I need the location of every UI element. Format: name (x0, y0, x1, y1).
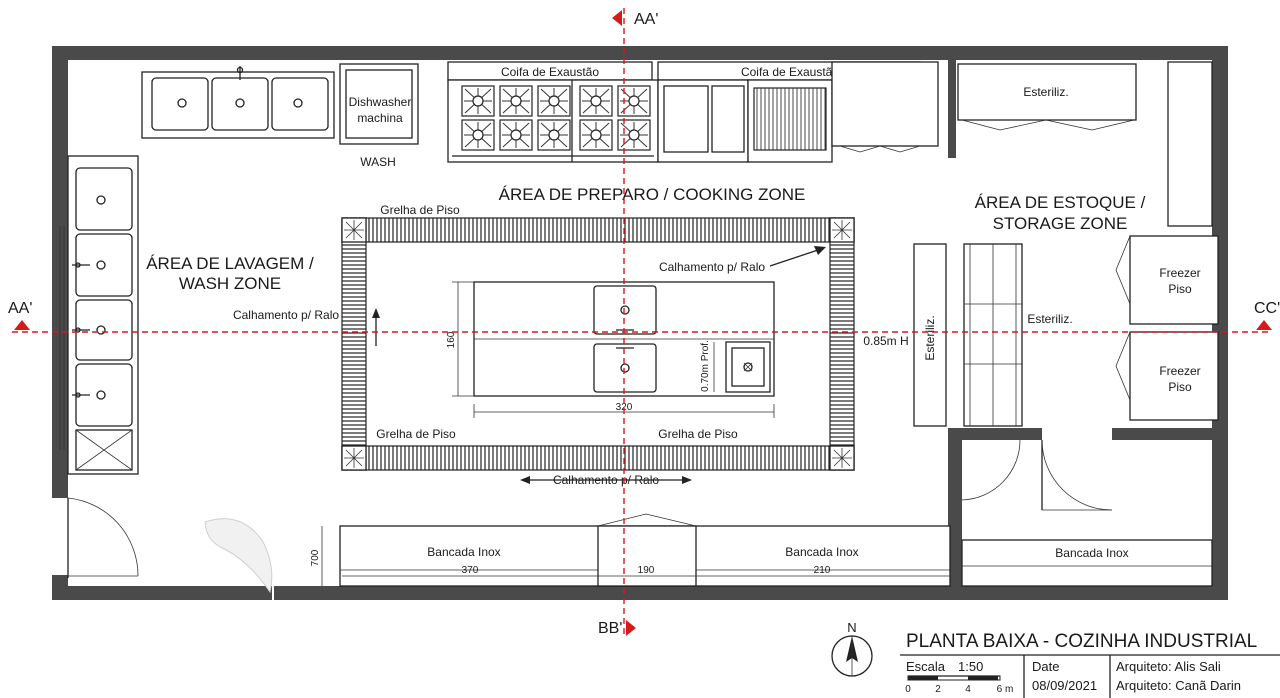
dishwasher-label-1: Dishwasher (349, 95, 412, 109)
hood-2-label: Coifa de Exaustão (741, 65, 839, 79)
date-value: 08/09/2021 (1032, 678, 1097, 693)
freezer-1-label-b: Piso (1168, 282, 1192, 296)
storage-door (961, 439, 1113, 511)
sterilizer-vertical: Esteriliz. (913, 243, 947, 427)
section-lines: AA' AA' BB' CC' (8, 8, 1280, 637)
grelha-top-label: Grelha de Piso (380, 203, 460, 217)
steril-top-label: Esteriliz. (1023, 85, 1068, 99)
vertical-sink-bench (59, 155, 139, 475)
scale-tick-1: 2 (935, 684, 941, 695)
burner-ring (628, 95, 640, 107)
island-height-dim: 160 (446, 331, 457, 348)
scale-tick-3: 6 m (997, 684, 1014, 695)
prep-island (473, 281, 775, 397)
bench-3-dim: 210 (814, 565, 831, 576)
calha-right-label: Calhamento p/ Ralo (659, 260, 765, 274)
section-marker-aa-top (612, 10, 622, 26)
prep-counter-top (831, 61, 939, 153)
burner-ring (510, 95, 522, 107)
scale-value: 1:50 (958, 659, 983, 674)
storage-zone-label-1: ÁREA DE ESTOQUE / (975, 193, 1146, 212)
triple-sink (141, 66, 335, 139)
section-bb-label: BB' (598, 620, 622, 637)
hood-1-label: Coifa de Exaustão (501, 65, 599, 79)
bancada-2-label: Bancada Inox (785, 545, 858, 559)
section-marker-aa-left (14, 320, 30, 330)
bench-1-dim: 370 (462, 565, 479, 576)
calha-left-label: Calhamento p/ Ralo (233, 308, 339, 322)
burner-ring (472, 129, 484, 141)
burner-ring (628, 129, 640, 141)
entry-door (67, 497, 139, 578)
drawing-title: PLANTA BAIXA - COZINHA INDUSTRIAL (906, 631, 1257, 652)
stove-range (447, 79, 659, 163)
section-aa-top-label: AA' (634, 11, 658, 28)
paint-smudge (204, 518, 273, 594)
burner-ring (590, 95, 602, 107)
grelha-bottom-left-label: Grelha de Piso (376, 427, 456, 441)
sterilizer-top: Esteriliz. (957, 63, 1137, 131)
wash-zone-label-2: WASH ZONE (179, 274, 281, 293)
burner-ring (548, 129, 560, 141)
floor-grate (341, 217, 855, 471)
section-aa-left-label: AA' (8, 300, 32, 317)
height-label: 0.85m H (863, 334, 908, 348)
scale-label: Escala (906, 659, 946, 674)
depth-label: 0.70m Prof. (700, 340, 711, 392)
hood-1: Coifa de Exaustão (447, 61, 653, 81)
freezer-1: Freezer Piso (1115, 235, 1219, 325)
walls (52, 46, 1228, 600)
north-arrow: N (831, 620, 873, 677)
bancada-1-label: Bancada Inox (427, 545, 500, 559)
freezer-2-label-b: Piso (1168, 380, 1192, 394)
architect-2: Arquiteto: Canã Darin (1116, 678, 1241, 693)
date-label: Date (1032, 659, 1059, 674)
bench-storage: Bancada Inox (961, 539, 1213, 587)
steril-right-label: Esteriliz. (1027, 312, 1072, 326)
bancada-3-label: Bancada Inox (1055, 546, 1128, 560)
freezer-1-label-a: Freezer (1159, 266, 1200, 280)
storage-shelf-top (1167, 61, 1213, 227)
char-grill (747, 79, 833, 163)
wash-zone-label-1: ÁREA DE LAVAGEM / (146, 254, 314, 273)
bench-2-dim: 190 (638, 565, 655, 576)
bench-main: Bancada Inox Bancada Inox 370 190 210 70… (310, 513, 951, 587)
griddle (657, 79, 749, 163)
steril-vertical-label: Esteriliz. (923, 315, 937, 360)
north-label: N (847, 620, 856, 635)
section-marker-cc (1256, 320, 1272, 330)
grelha-bottom-right-label: Grelha de Piso (658, 427, 738, 441)
title-block: PLANTA BAIXA - COZINHA INDUSTRIAL Escala… (900, 631, 1280, 698)
bench-depth-dim: 700 (310, 549, 321, 566)
cooking-zone-label: ÁREA DE PREPARO / COOKING ZONE (499, 185, 806, 204)
scale-tick-2: 4 (965, 684, 971, 695)
drain-arrows (372, 246, 826, 484)
burner-ring (590, 129, 602, 141)
section-marker-bb (626, 620, 636, 636)
section-cc-label: CC' (1254, 300, 1280, 317)
freezer-2: Freezer Piso (1115, 331, 1219, 421)
storage-zone-label-2: STORAGE ZONE (993, 214, 1128, 233)
dishwasher: Dishwasher machina WASH (339, 63, 419, 169)
burner-ring (510, 129, 522, 141)
freezer-2-label-a: Freezer (1159, 364, 1200, 378)
wash-label: WASH (360, 155, 396, 169)
dishwasher-label-2: machina (357, 111, 403, 125)
shelving-unit: Esteriliz. (963, 243, 1073, 427)
scale-tick-0: 0 (905, 684, 911, 695)
architect-1: Arquiteto: Alis Sali (1116, 659, 1221, 674)
island-width-dim: 320 (616, 402, 633, 413)
burner-ring (548, 95, 560, 107)
burner-ring (472, 95, 484, 107)
